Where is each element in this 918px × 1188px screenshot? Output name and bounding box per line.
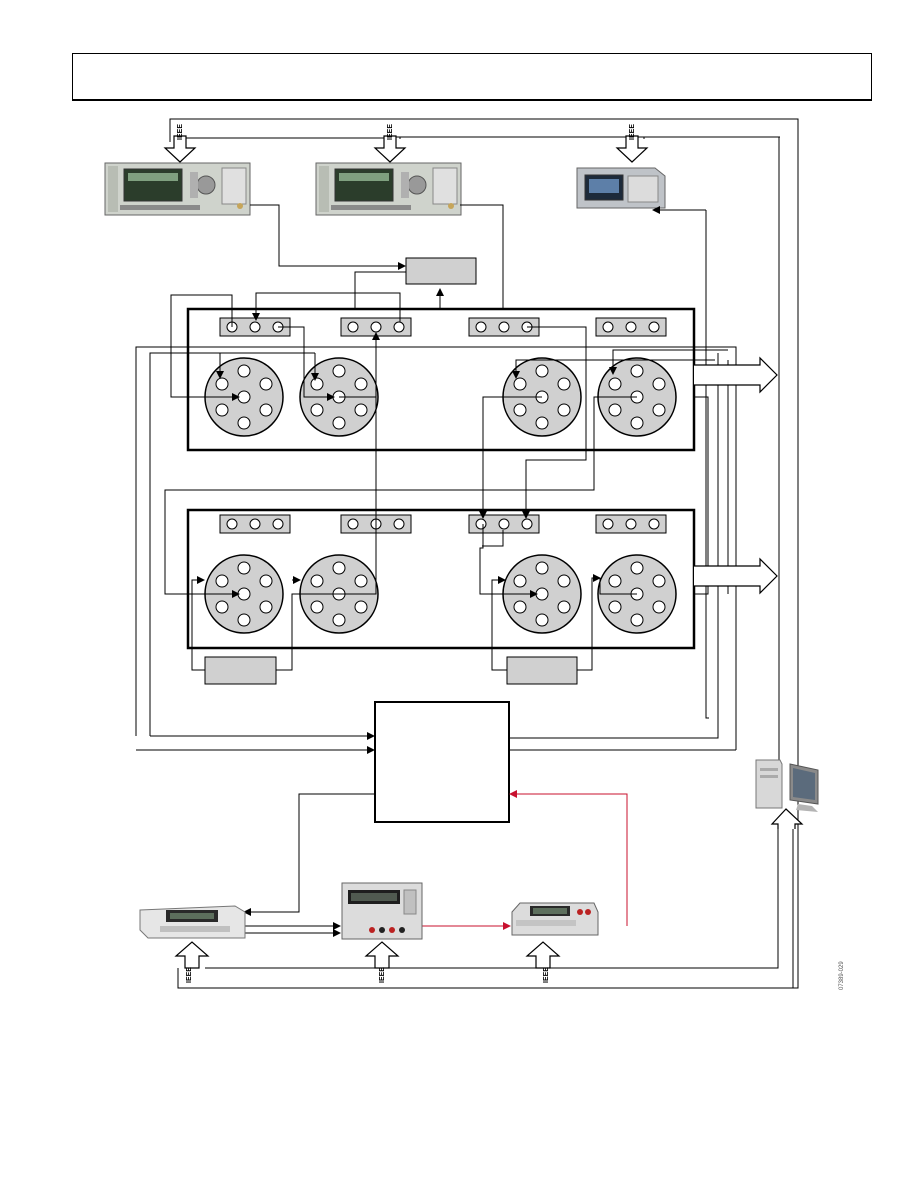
ieee-arrow-multimeter: IEEE bbox=[527, 942, 559, 983]
termination-box-right bbox=[507, 657, 577, 684]
ieee-arrow-spectrum-analyzer: IEEE bbox=[617, 124, 647, 162]
ieee-label: IEEE bbox=[543, 967, 550, 983]
ieee-arrow-siggen-2: IEEE bbox=[375, 124, 405, 162]
ieee-label: IEEE bbox=[629, 124, 636, 140]
ieee-label: IEEE bbox=[387, 124, 394, 140]
signal-generator-1 bbox=[105, 163, 250, 215]
ieee-label: IEEE bbox=[379, 967, 386, 983]
figure-code: 07389-029 bbox=[839, 961, 845, 990]
pulse-generator bbox=[140, 906, 245, 938]
power-supply bbox=[342, 883, 422, 939]
control-unit bbox=[375, 702, 509, 822]
combiner-box bbox=[406, 258, 476, 284]
signal-generator-2 bbox=[316, 163, 461, 215]
termination-box-left bbox=[205, 657, 276, 684]
upper-board bbox=[188, 309, 694, 450]
ieee-label: IEEE bbox=[177, 124, 184, 140]
ieee-arrow-pulse-generator: IEEE bbox=[176, 942, 208, 983]
lower-board bbox=[188, 510, 694, 648]
digital-multimeter bbox=[512, 903, 598, 935]
ieee-bus-bottom bbox=[205, 829, 793, 988]
computer bbox=[756, 760, 818, 812]
ieee-arrow-power-supply: IEEE bbox=[366, 942, 398, 983]
ieee-label: IEEE bbox=[186, 967, 193, 983]
spectrum-analyzer bbox=[577, 168, 665, 208]
